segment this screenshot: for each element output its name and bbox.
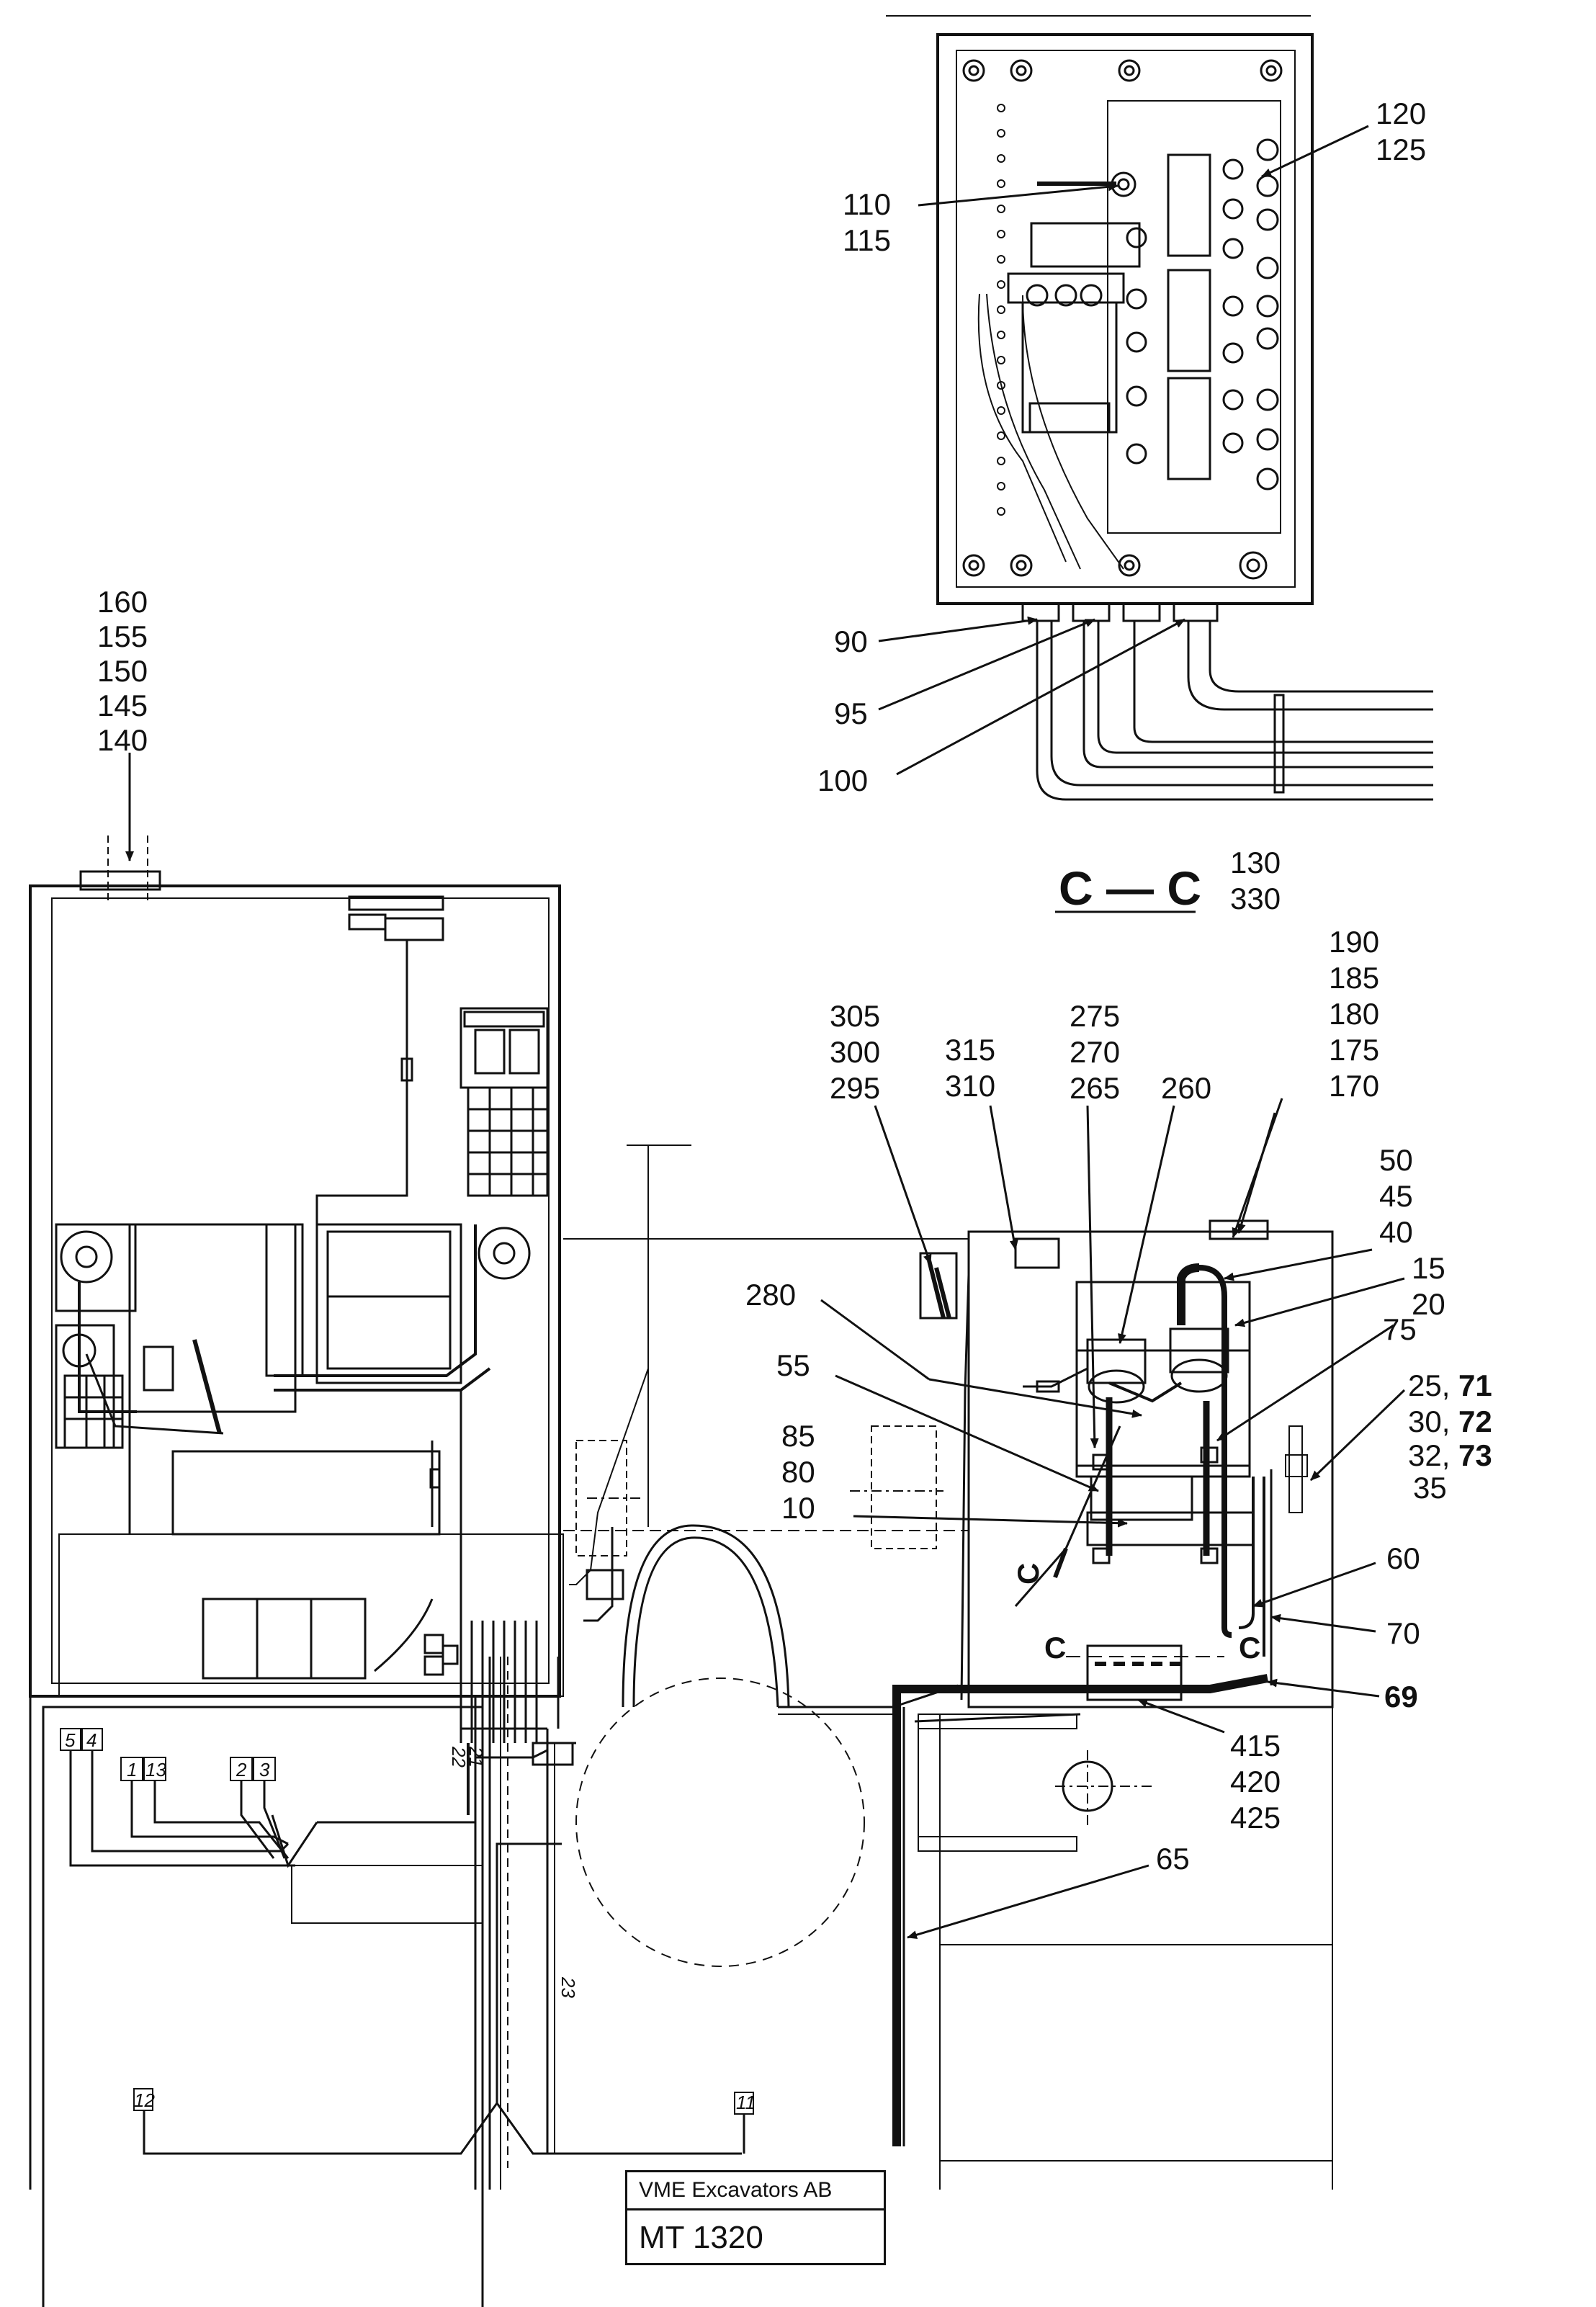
callout-85: 85 bbox=[781, 1419, 815, 1453]
callout-90: 90 bbox=[834, 624, 868, 658]
callout-65: 65 bbox=[1156, 1842, 1190, 1876]
callout-45: 45 bbox=[1379, 1179, 1413, 1213]
callout-425: 425 bbox=[1230, 1801, 1281, 1835]
callout-110: 110 bbox=[843, 187, 891, 221]
callout-130: 130 bbox=[1230, 846, 1281, 879]
cut-mark-upper: C bbox=[1011, 1563, 1045, 1585]
callout-70: 70 bbox=[1386, 1616, 1420, 1650]
callout-280: 280 bbox=[745, 1278, 796, 1312]
terminal-4: 4 bbox=[86, 1729, 97, 1751]
cab-frame bbox=[29, 836, 564, 1730]
section-cut-marks: C C C bbox=[1011, 1563, 1260, 1665]
leader-lines bbox=[125, 125, 1406, 1940]
callout-120: 120 bbox=[1376, 97, 1426, 130]
terminal-13: 13 bbox=[145, 1759, 166, 1780]
wire-marks: 5 4 1 13 2 3 21 22 23 12 11 bbox=[65, 1729, 756, 2113]
callout-100: 100 bbox=[817, 763, 868, 797]
callout-185: 185 bbox=[1329, 961, 1379, 995]
callout-30: 30, bbox=[1408, 1405, 1450, 1438]
callout-50: 50 bbox=[1379, 1143, 1413, 1177]
callout-15: 15 bbox=[1412, 1251, 1445, 1285]
callout-72: 72 bbox=[1458, 1405, 1492, 1438]
callout-330: 330 bbox=[1230, 882, 1281, 915]
callout-80: 80 bbox=[781, 1455, 815, 1489]
callout-55: 55 bbox=[776, 1348, 810, 1382]
callout-10: 10 bbox=[781, 1491, 815, 1525]
callout-310: 310 bbox=[945, 1069, 995, 1103]
terminal-3: 3 bbox=[259, 1759, 270, 1780]
callout-labels: 120 125 110 115 90 95 100 130 330 160 15… bbox=[97, 97, 1492, 1876]
cut-mark-right: C bbox=[1239, 1631, 1260, 1665]
callout-295: 295 bbox=[830, 1071, 880, 1105]
callout-145: 145 bbox=[97, 689, 148, 722]
battery-compartment bbox=[563, 1219, 1334, 2190]
callout-60: 60 bbox=[1386, 1541, 1420, 1575]
callout-305: 305 bbox=[830, 999, 880, 1033]
callout-170: 170 bbox=[1329, 1069, 1379, 1103]
callout-40: 40 bbox=[1379, 1215, 1413, 1249]
terminal-5: 5 bbox=[65, 1729, 76, 1751]
callout-315: 315 bbox=[945, 1033, 995, 1067]
callout-71: 71 bbox=[1458, 1368, 1492, 1402]
terminal-2: 2 bbox=[236, 1759, 247, 1780]
callout-32: 32, bbox=[1408, 1438, 1450, 1472]
terminal-1: 1 bbox=[127, 1759, 137, 1780]
callout-265: 265 bbox=[1070, 1071, 1120, 1105]
wire-23: 23 bbox=[557, 1976, 579, 1998]
turntable bbox=[569, 1144, 865, 1967]
callout-95: 95 bbox=[834, 696, 868, 730]
callout-190: 190 bbox=[1329, 925, 1379, 959]
lower-frame bbox=[29, 1621, 754, 2307]
callout-69: 69 bbox=[1384, 1680, 1418, 1714]
company-name: VME Excavators AB bbox=[627, 2172, 884, 2210]
title-block: VME Excavators AB MT 1320 bbox=[625, 2170, 886, 2265]
callout-275: 275 bbox=[1070, 999, 1120, 1033]
callout-420: 420 bbox=[1230, 1765, 1281, 1798]
callout-270: 270 bbox=[1070, 1035, 1120, 1069]
electrical-box-section bbox=[886, 15, 1433, 801]
callout-115: 115 bbox=[843, 223, 891, 257]
callout-300: 300 bbox=[830, 1035, 880, 1069]
callout-125: 125 bbox=[1376, 133, 1426, 166]
drawing-code: MT 1320 bbox=[639, 2220, 763, 2255]
callout-75: 75 bbox=[1383, 1312, 1417, 1346]
callout-260: 260 bbox=[1161, 1071, 1211, 1105]
callout-180: 180 bbox=[1329, 997, 1379, 1031]
callout-25: 25, bbox=[1408, 1368, 1450, 1402]
wire-12: 12 bbox=[134, 2089, 155, 2111]
wire-11: 11 bbox=[736, 2092, 756, 2113]
callout-160: 160 bbox=[97, 585, 148, 619]
callout-150: 150 bbox=[97, 654, 148, 688]
callout-175: 175 bbox=[1329, 1033, 1379, 1067]
callout-73: 73 bbox=[1458, 1438, 1492, 1472]
callout-415: 415 bbox=[1230, 1729, 1281, 1762]
callout-20: 20 bbox=[1412, 1287, 1445, 1321]
wire-22: 22 bbox=[448, 1746, 470, 1768]
cut-mark-left: C bbox=[1044, 1631, 1066, 1665]
section-title: C — C bbox=[1059, 861, 1201, 915]
wire-21: 21 bbox=[465, 1746, 487, 1768]
callout-35: 35 bbox=[1413, 1471, 1447, 1505]
callout-155: 155 bbox=[97, 619, 148, 653]
callout-140: 140 bbox=[97, 723, 148, 757]
